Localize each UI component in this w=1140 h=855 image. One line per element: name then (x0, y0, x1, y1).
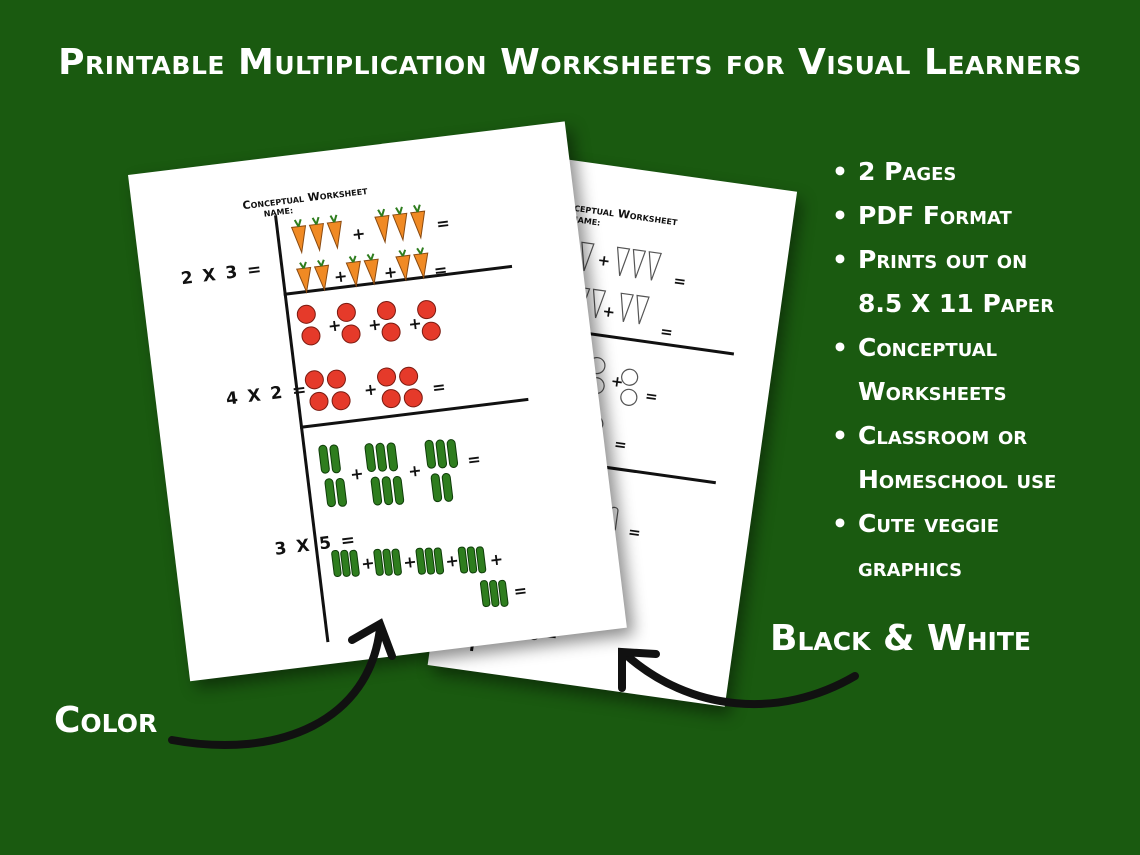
tomato-icon (296, 300, 441, 411)
feature-item: Conceptual (832, 326, 1132, 370)
color-veggie-art: + = + + = + + + + = + + = + + + + = (290, 204, 528, 608)
svg-text:+: + (488, 549, 504, 569)
page-title: Printable Multiplication Worksheets for … (58, 42, 1082, 83)
carrot-icon (296, 266, 312, 294)
svg-text:+: + (596, 251, 611, 271)
carrot-icon (592, 288, 607, 319)
color-worksheet-page: Conceptual Worksheet NAME: 2 X 3 = 4 X 2… (128, 121, 627, 682)
feature-item: Classroom or (832, 414, 1132, 458)
feature-list: 2 Pages PDF Format Prints out on 8.5 X 1… (832, 150, 1132, 590)
color-label: Color (54, 700, 158, 741)
svg-text:=: = (659, 322, 674, 342)
carrot-icon (620, 292, 634, 323)
svg-text:+: + (333, 266, 349, 286)
svg-text:=: = (466, 449, 482, 469)
cucumber-icon (318, 439, 509, 608)
feature-item: Prints out on (832, 238, 1132, 282)
svg-text:+: + (610, 372, 625, 392)
carrot-icon (290, 225, 307, 255)
feature-item: Cute veggie (832, 502, 1132, 546)
svg-text:+: + (367, 314, 383, 334)
svg-text:=: = (435, 213, 451, 233)
svg-text:+: + (327, 315, 343, 335)
carrot-icon (363, 258, 379, 286)
bw-label: Black & White (770, 618, 1031, 659)
svg-text:+: + (402, 552, 418, 572)
svg-text:+: + (363, 379, 379, 399)
svg-text:+: + (383, 262, 399, 282)
feature-item: 2 Pages (832, 150, 1132, 194)
carrot-icon (636, 294, 650, 325)
feature-item-continuation: graphics (858, 553, 963, 582)
feature-item-continuation: Worksheets (858, 377, 1007, 406)
svg-text:=: = (431, 377, 447, 397)
carrot-icon (632, 248, 647, 279)
svg-text:+: + (444, 551, 460, 571)
svg-text:+: + (349, 464, 365, 484)
carrot-icon (308, 222, 324, 253)
svg-text:=: = (613, 435, 628, 455)
carrot-icon (374, 214, 390, 245)
svg-text:=: = (433, 260, 449, 280)
carrot-icon (413, 252, 429, 280)
feature-item-continuation: 8.5 X 11 Paper (858, 289, 1055, 318)
svg-text:=: = (672, 272, 687, 292)
carrot-icon (616, 246, 631, 277)
carrot-icon (326, 220, 342, 250)
svg-text:=: = (644, 387, 659, 407)
carrot-icon (395, 254, 411, 282)
svg-text:+: + (407, 313, 423, 333)
svg-text:+: + (351, 224, 367, 244)
svg-text:=: = (627, 523, 642, 543)
svg-text:+: + (407, 460, 423, 480)
feature-item: PDF Format (832, 194, 1132, 238)
carrot-icon (345, 260, 361, 288)
carrot-icon (648, 251, 662, 281)
carrot-icon (581, 241, 595, 272)
feature-item-continuation: Homeschool use (858, 465, 1057, 494)
svg-text:+: + (360, 553, 376, 573)
carrot-icon (313, 264, 330, 292)
carrot-icon (392, 212, 408, 242)
carrot-icon (410, 210, 426, 240)
svg-text:=: = (512, 581, 528, 601)
svg-text:+: + (601, 302, 616, 322)
